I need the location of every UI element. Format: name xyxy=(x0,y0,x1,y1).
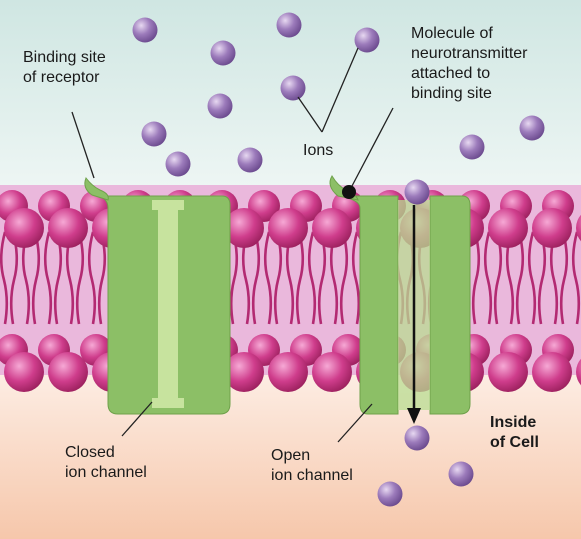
lipid-tail xyxy=(559,231,569,325)
phospholipid-head xyxy=(224,208,264,248)
ion xyxy=(237,147,263,173)
open-channel-right-half xyxy=(429,195,471,415)
ion xyxy=(404,179,430,205)
lipid-tail xyxy=(75,231,85,325)
phospholipid-head xyxy=(4,208,44,248)
ion xyxy=(459,134,485,160)
lipid-tail xyxy=(537,231,547,325)
lipid-tail xyxy=(351,231,361,325)
molecule-leader xyxy=(351,107,394,187)
leader-lines xyxy=(71,47,394,443)
ions xyxy=(132,12,545,507)
ion xyxy=(448,461,474,487)
lipid-tail xyxy=(87,231,97,325)
lipid-tail xyxy=(263,231,273,325)
receptor-binding-site-closed xyxy=(84,176,109,201)
ions-label: Ions xyxy=(303,142,334,159)
closed-ion-channel xyxy=(84,176,231,415)
lipid-tail xyxy=(339,231,349,325)
lipid-tail xyxy=(53,231,63,325)
lipid-tail xyxy=(571,231,581,325)
lipid-tail xyxy=(0,231,9,325)
ion xyxy=(276,12,302,38)
open-ion-channel xyxy=(329,175,471,424)
ion xyxy=(354,27,380,53)
lipid-tail xyxy=(97,231,107,325)
lipid-tail xyxy=(307,231,317,325)
lipid-tail xyxy=(317,231,327,325)
ion xyxy=(404,425,430,451)
phospholipid-head xyxy=(532,352,572,392)
phospholipid-head xyxy=(4,352,44,392)
ions-leader-right xyxy=(321,47,359,133)
phospholipid-head xyxy=(312,352,352,392)
closed-channel-highlight xyxy=(158,210,178,400)
lipid-tail xyxy=(527,231,537,325)
phospholipid-head xyxy=(268,208,308,248)
phospholipid-head xyxy=(268,352,308,392)
ion xyxy=(207,93,233,119)
phospholipid-head xyxy=(576,358,581,386)
lipid-tail xyxy=(43,231,53,325)
ion xyxy=(519,115,545,141)
phospholipid-head xyxy=(488,208,528,248)
phospholipid-head xyxy=(312,208,352,248)
lipid-tail xyxy=(273,231,283,325)
ion xyxy=(280,75,306,101)
ion xyxy=(377,481,403,507)
binding-site-label: Binding site of receptor xyxy=(23,49,106,86)
lipid-tail xyxy=(9,231,19,325)
open-leader xyxy=(337,403,373,443)
lipid-tail xyxy=(471,231,481,325)
molecule-label: Molecule of neurotransmitter attached to… xyxy=(411,25,528,102)
phospholipid-head xyxy=(224,352,264,392)
ion xyxy=(165,151,191,177)
phospholipid-head xyxy=(48,208,88,248)
lipid-tail xyxy=(251,231,261,325)
binding-site-leader xyxy=(71,111,95,179)
neurotransmitter-molecule xyxy=(342,185,356,199)
lipid-tail xyxy=(31,231,41,325)
phospholipid-head xyxy=(532,208,572,248)
open-channel-left-half xyxy=(339,195,399,415)
lipid-tail xyxy=(229,231,239,325)
ion xyxy=(132,17,158,43)
ions-leader-left xyxy=(297,96,323,133)
inside-cell-label: Inside of Cell xyxy=(490,414,539,451)
phospholipid-head xyxy=(576,214,581,242)
phospholipid-head xyxy=(488,352,528,392)
ion-flow-arrowhead xyxy=(407,408,421,424)
ion xyxy=(210,40,236,66)
ion xyxy=(141,121,167,147)
lipid-tail xyxy=(493,231,503,325)
open-channel-label: Open ion channel xyxy=(271,447,353,484)
phospholipid-head xyxy=(48,352,88,392)
lipid-tail xyxy=(515,231,525,325)
lipid-tail xyxy=(295,231,305,325)
closed-channel-label: Closed ion channel xyxy=(65,444,147,481)
lipid-tail xyxy=(483,231,493,325)
closed-leader xyxy=(121,401,153,437)
